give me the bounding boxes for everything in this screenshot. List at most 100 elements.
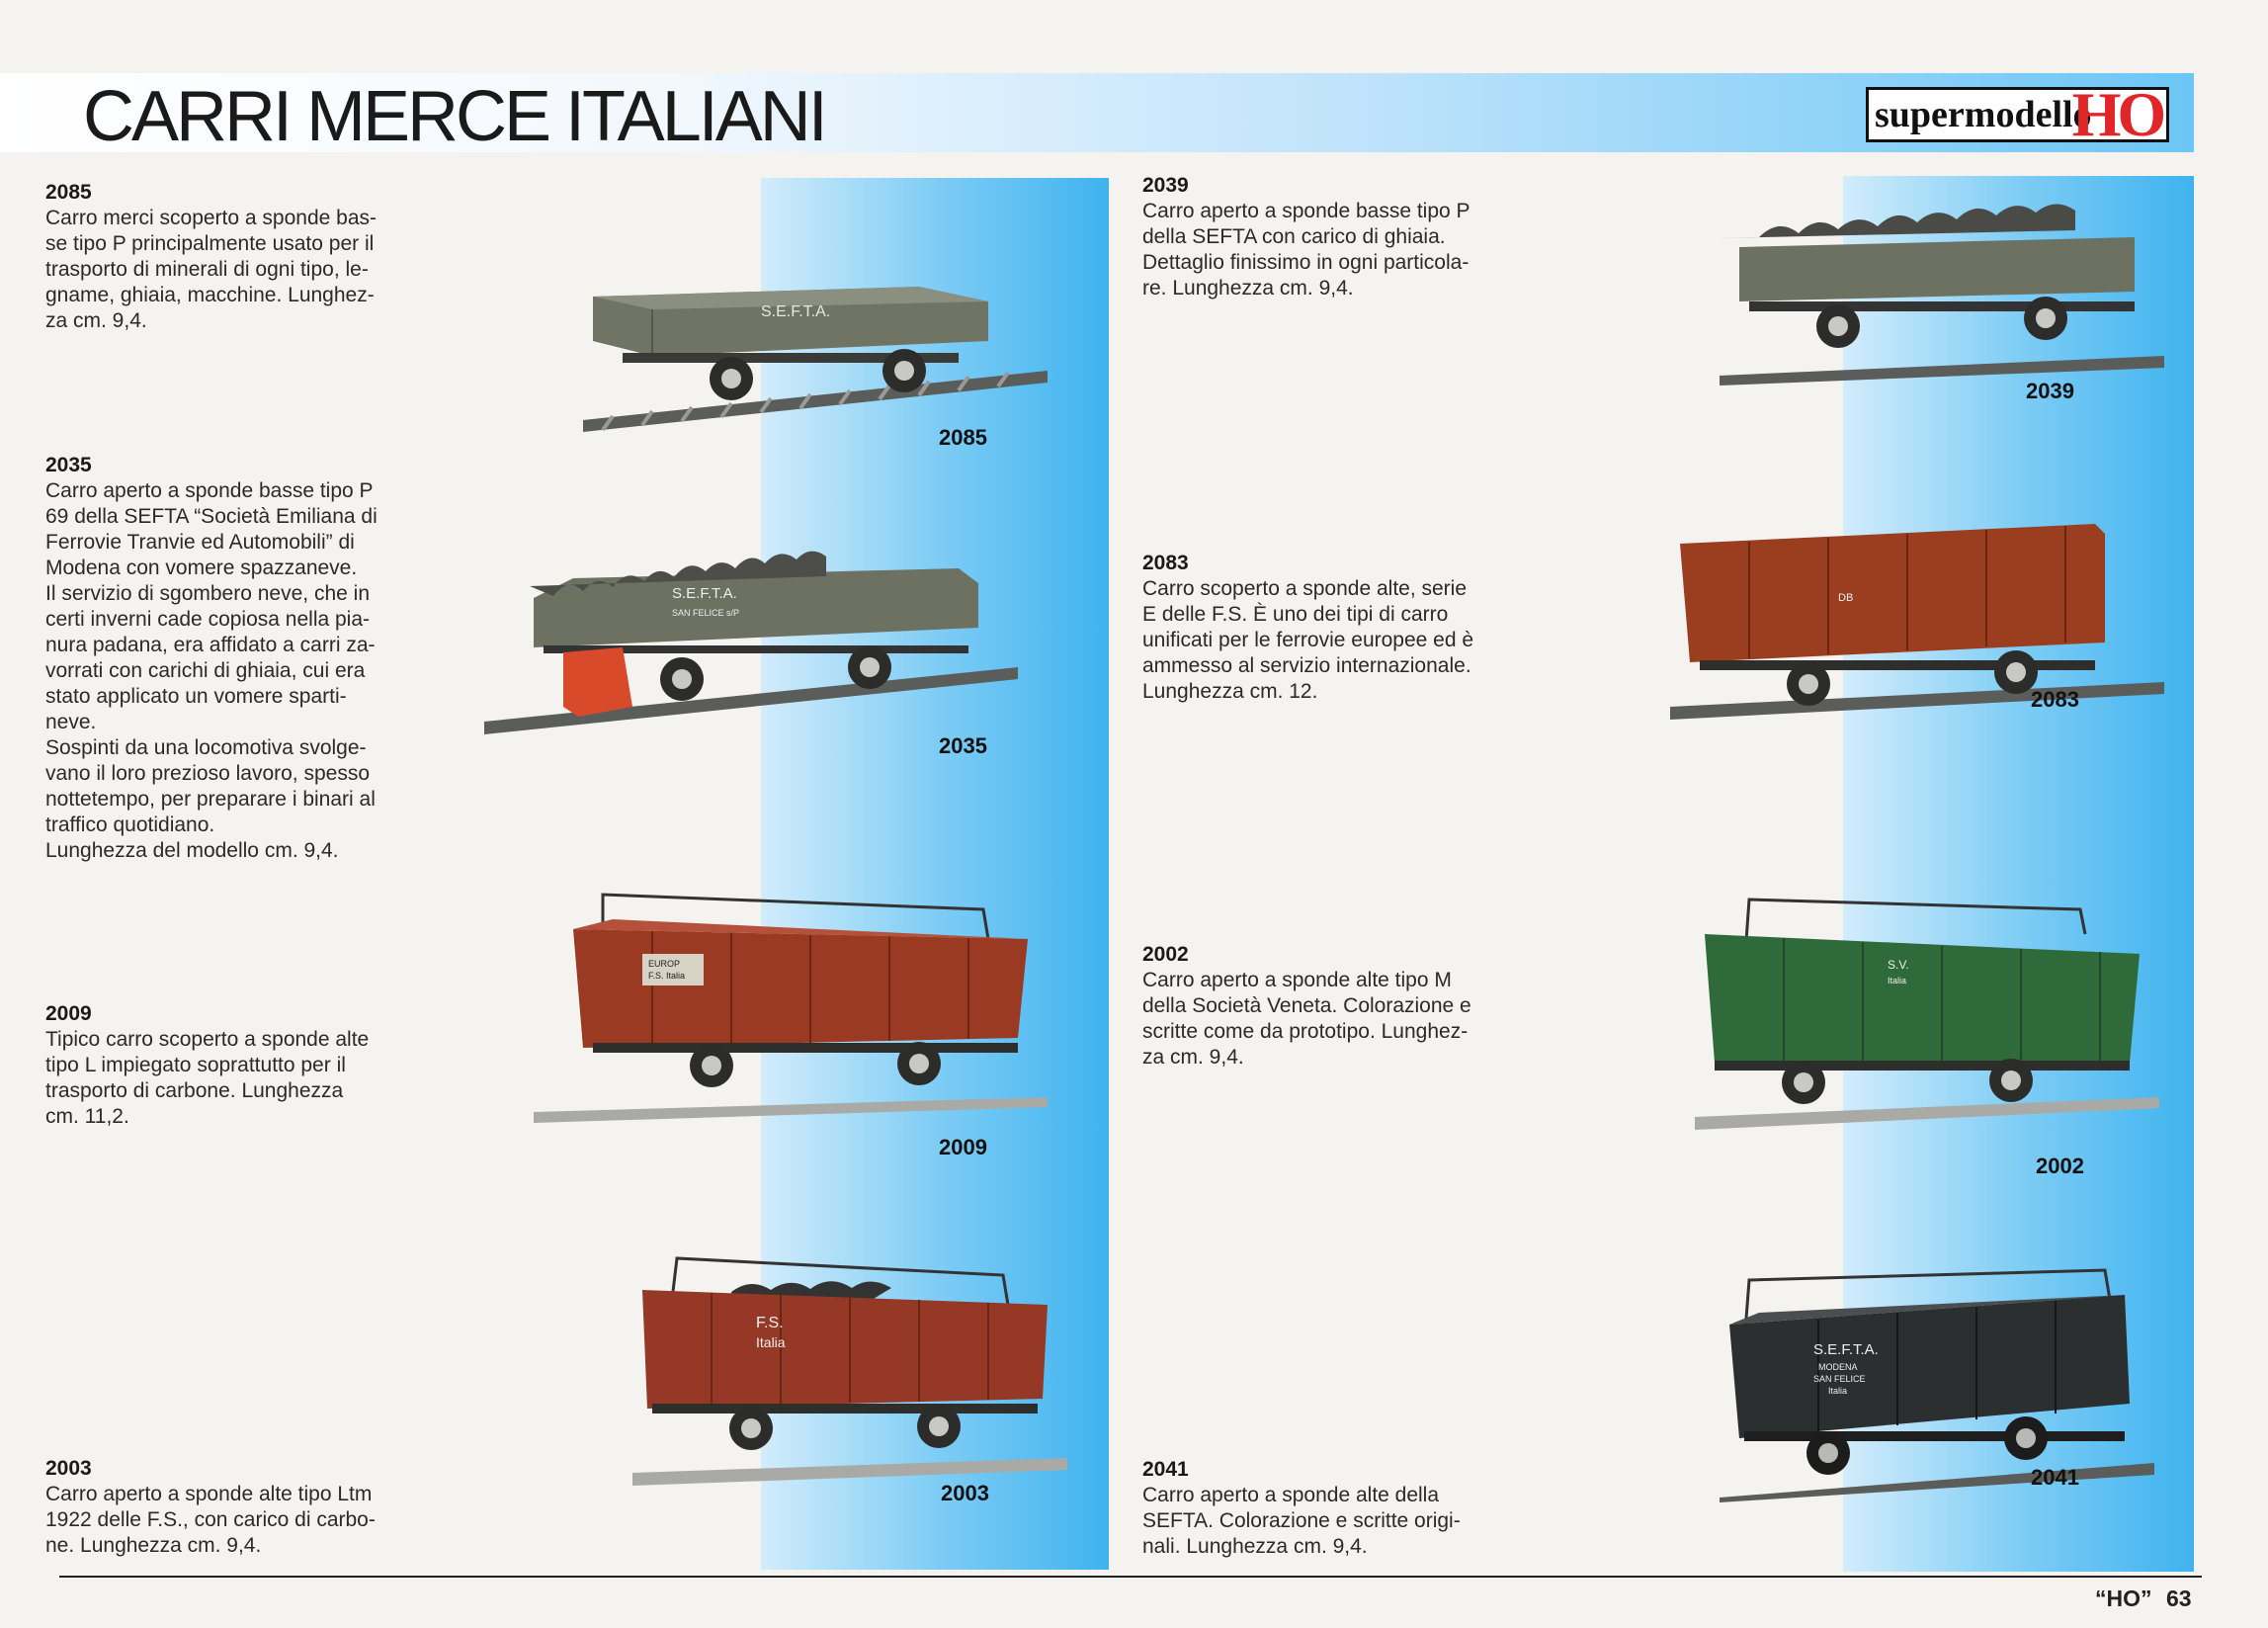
description-line: tipo L impiegato soprattutto per il	[45, 1054, 346, 1076]
description-line: Lunghezza del modello cm. 9,4.	[45, 839, 339, 862]
brand-logo: supermodello HO	[1866, 79, 2170, 149]
entry-2083: 2083 Carro scoperto a sponde alte, serie…	[1142, 551, 1538, 705]
page-title: CARRI MERCE ITALIANI	[83, 77, 828, 156]
description-line: Carro aperto a sponde alte tipo M	[1142, 969, 1452, 991]
brand-logo-text: supermodello	[1875, 94, 2092, 135]
description-line: Carro aperto a sponde basse tipo P	[45, 479, 374, 502]
entry-code: 2041	[1142, 1458, 1189, 1481]
description-line: se tipo P principalmente usato per il	[45, 232, 375, 255]
description-line: trasporto di minerali di ogni tipo, le-	[45, 258, 369, 281]
entry-2035: 2035 Carro aperto a sponde basse tipo P 6…	[45, 453, 441, 864]
wagon-marking: Italia	[1828, 1386, 1847, 1396]
entry-code: 2002	[1142, 943, 1189, 966]
wagon-marking: S.V.	[1888, 958, 1909, 972]
photo-caption: 2041	[2031, 1465, 2079, 1490]
wagon-marking: F.S. Italia	[648, 971, 685, 981]
wagon-photo-2039	[1720, 204, 2164, 386]
wagon-marking: Italia	[756, 1334, 786, 1350]
wagon-marking: SAN FELICE	[1813, 1374, 1866, 1384]
description-line: nottetempo, per preparare i binari al	[45, 788, 376, 811]
entry-2085: 2085 Carro merci scoperto a sponde bas-s…	[45, 180, 441, 334]
wagon-photo-2009: EUROP F.S. Italia	[534, 890, 1048, 1127]
entry-code: 2003	[45, 1457, 92, 1480]
wagon-marking: SAN FELICE s/P	[672, 608, 739, 618]
description-line: unificati per le ferrovie europee ed è	[1142, 629, 1474, 651]
description-line: gname, ghiaia, macchine. Lunghez-	[45, 284, 375, 306]
description-line: Sospinti da una locomotiva svolge-	[45, 736, 367, 759]
description-line: re. Lunghezza cm. 9,4.	[1142, 277, 1354, 300]
description-line: za cm. 9,4.	[45, 309, 147, 332]
page-number: 63	[2166, 1585, 2192, 1611]
entry-description: Carro aperto a sponde basse tipo P della …	[1142, 199, 1538, 301]
description-line: trasporto di carbone. Lunghezza	[45, 1079, 344, 1102]
wagon-marking: S.E.F.T.A.	[1813, 1341, 1879, 1358]
footer-rule	[59, 1576, 2202, 1578]
description-line: Dettaglio finissimo in ogni particola-	[1142, 251, 1470, 274]
description-line: vano il loro prezioso lavoro, spesso	[45, 762, 371, 785]
entry-description: Carro aperto a sponde basse tipo P 69 del…	[45, 478, 441, 864]
wagon-marking: Italia	[1888, 976, 1906, 985]
photo-caption: 2039	[2026, 379, 2074, 403]
brand-logo-mark: HO	[2071, 79, 2167, 149]
photo-caption: 2002	[2036, 1154, 2084, 1178]
wagon-photo-2003: F.S. Italia	[632, 1250, 1067, 1488]
entry-description: Carro aperto a sponde alte tipo Ltm 1922 …	[45, 1482, 441, 1559]
description-line: Modena con vomere spazzaneve.	[45, 557, 358, 579]
description-line: ammesso al servizio internazionale.	[1142, 654, 1471, 677]
description-line: cm. 11,2.	[45, 1105, 129, 1128]
wagon-marking: MODENA	[1818, 1362, 1858, 1372]
entry-description: Carro merci scoperto a sponde bas-se tip…	[45, 206, 441, 334]
photo-caption: 2085	[939, 425, 987, 450]
description-line: E delle F.S. È uno dei tipi di carro	[1142, 603, 1449, 626]
description-line: Tipico carro scoperto a sponde alte	[45, 1028, 370, 1051]
wagon-marking: EUROP	[648, 959, 680, 969]
entry-2003: 2003 Carro aperto a sponde alte tipo Ltm…	[45, 1456, 441, 1559]
description-line: nali. Lunghezza cm. 9,4.	[1142, 1535, 1368, 1558]
photo-caption: 2009	[939, 1135, 987, 1159]
description-line: Lunghezza cm. 12.	[1142, 680, 1318, 703]
description-line: neve.	[45, 711, 97, 733]
description-line: scritte come da prototipo. Lunghez-	[1142, 1020, 1469, 1043]
wagon-photo-2002: S.V. Italia	[1695, 895, 2159, 1132]
entry-description: Carro aperto a sponde alte tipo M della S…	[1142, 968, 1538, 1071]
description-line: Il servizio di sgombero neve, che in	[45, 582, 370, 605]
description-line: 1922 delle F.S., con carico di carbo-	[45, 1508, 376, 1531]
description-line: SEFTA. Colorazione e scritte origi-	[1142, 1509, 1461, 1532]
wagon-marking: F.S.	[756, 1315, 784, 1331]
photo-caption: 2003	[941, 1481, 989, 1505]
description-line: ne. Lunghezza cm. 9,4.	[45, 1534, 262, 1557]
entry-description: Tipico carro scoperto a sponde alte tipo …	[45, 1027, 441, 1130]
photo-caption: 2083	[2031, 687, 2079, 712]
wagon-photo-2085: S.E.F.T.A.	[583, 272, 1048, 440]
entry-code: 2009	[45, 1002, 92, 1025]
entry-2002: 2002 Carro aperto a sponde alte tipo M de…	[1142, 942, 1538, 1071]
description-line: vorrati con carichi di ghiaia, cui era	[45, 659, 366, 682]
description-line: za cm. 9,4.	[1142, 1046, 1244, 1069]
description-line: Carro aperto a sponde alte tipo Ltm	[45, 1483, 373, 1505]
entry-code: 2083	[1142, 552, 1189, 574]
wagon-marking: S.E.F.T.A.	[761, 303, 830, 320]
description-line: della SEFTA con carico di ghiaia.	[1142, 225, 1446, 248]
description-line: della Società Veneta. Colorazione e	[1142, 994, 1471, 1017]
description-line: certi inverni cade copiosa nella pia-	[45, 608, 371, 631]
entry-code: 2085	[45, 181, 92, 204]
entry-2009: 2009 Tipico carro scoperto a sponde alte…	[45, 1001, 441, 1130]
description-line: Carro merci scoperto a sponde bas-	[45, 207, 377, 229]
description-line: Ferrovie Tranvie ed Automobili” di	[45, 531, 355, 554]
footer-label: “HO”	[2095, 1585, 2152, 1611]
description-line: Carro aperto a sponde alte della	[1142, 1484, 1440, 1506]
wagon-photo-2083: DB	[1670, 524, 2164, 722]
description-line: traffico quotidiano.	[45, 814, 215, 836]
description-line: stato applicato un vomere sparti-	[45, 685, 347, 708]
description-line: 69 della SEFTA “Società Emiliana di	[45, 505, 378, 528]
wagon-marking: S.E.F.T.A.	[672, 585, 737, 602]
photo-caption: 2035	[939, 733, 987, 758]
wagon-photo-2041: S.E.F.T.A. MODENA SAN FELICE Italia	[1720, 1265, 2154, 1502]
description-line: nura padana, era affidato a carri za-	[45, 634, 376, 656]
description-line: Carro scoperto a sponde alte, serie	[1142, 577, 1468, 600]
entry-code: 2035	[45, 454, 92, 476]
description-line: Carro aperto a sponde basse tipo P	[1142, 200, 1470, 222]
